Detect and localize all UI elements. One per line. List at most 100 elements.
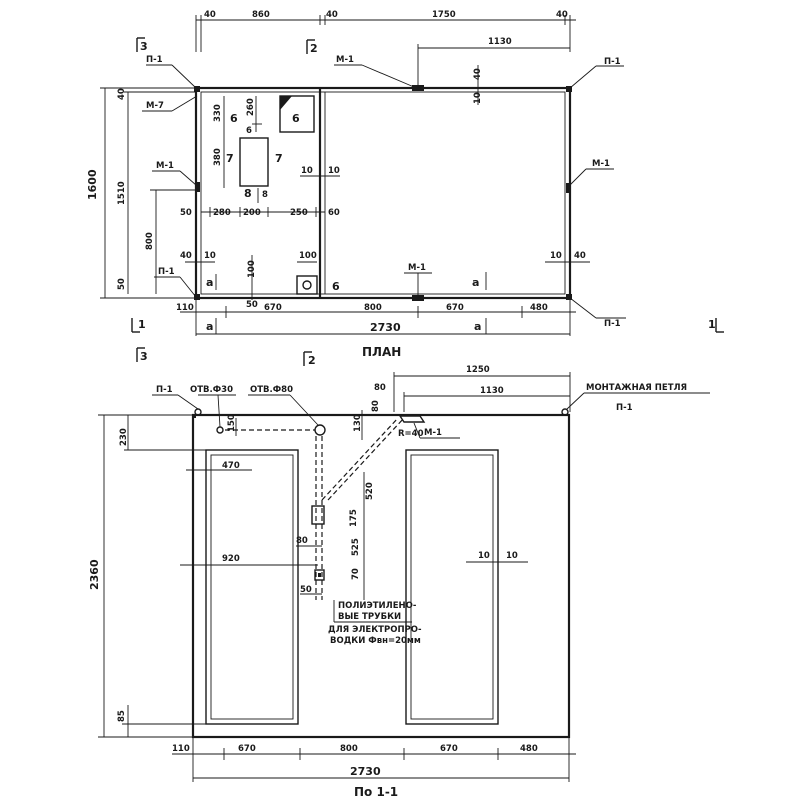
dim-70: 70	[351, 568, 361, 580]
dim-inner-200: 200	[243, 208, 261, 218]
dim-920: 920	[222, 554, 240, 564]
dim-10-door-a: 10	[478, 551, 490, 561]
plan-title: ПЛАН	[362, 345, 401, 359]
dim-10c: 10	[204, 251, 216, 261]
sect-mark-2-bottom: 2	[308, 354, 316, 367]
axis-d: а	[474, 320, 481, 333]
label-m1-right: М-1	[592, 159, 610, 169]
dim-470: 470	[222, 461, 240, 471]
hole-80	[314, 424, 326, 436]
axis-a1: а	[206, 276, 213, 289]
sect-mark-3-top: 3	[140, 40, 148, 53]
section-title: По 1-1	[354, 785, 398, 799]
dim-top-40b: 40	[326, 10, 338, 20]
label-r40: R=40	[398, 429, 424, 439]
corner-plate-br	[566, 294, 572, 300]
label-p1-right: П-1	[616, 403, 633, 413]
plan-niche-fill	[280, 96, 292, 110]
plan-socket	[296, 275, 318, 295]
sec-dim-bottom-670b: 670	[440, 744, 458, 754]
dim-left-1510: 1510	[117, 181, 127, 205]
dim-top-40a: 40	[204, 10, 216, 20]
plan-view: 40 860 40 1750 40 1130 40 10 3 2 1 1 160…	[86, 10, 724, 359]
dim-total-plan: 2730	[370, 321, 401, 334]
sect-mark-1-right: 1	[708, 318, 716, 331]
label-p1-left: П-1	[156, 385, 173, 395]
conduit-diagonal-b	[327, 417, 405, 501]
dim-10-door-b: 10	[506, 551, 518, 561]
label-loop: МОНТАЖНАЯ ПЕТЛЯ	[586, 383, 687, 393]
mark-7a: 7	[226, 152, 234, 165]
dim-inner-250: 250	[290, 208, 308, 218]
dim-520: 520	[365, 482, 375, 500]
plan-inner-wall-line	[200, 91, 566, 295]
dim-40r: 40	[574, 251, 586, 261]
embed-m1-left	[195, 182, 200, 192]
door-opening-right	[405, 449, 499, 725]
dim-85: 85	[117, 710, 127, 722]
lifting-loop-right	[561, 408, 569, 416]
section-view: 3 2 П-1 ОТВ.Ф30 ОТВ.Ф80 МО	[88, 347, 710, 799]
dim-230: 230	[119, 428, 129, 446]
hole-30	[216, 426, 224, 434]
sect-mark-3-bottom: 3	[140, 350, 148, 363]
embed-m1-right	[566, 183, 571, 193]
junction-box-a	[311, 505, 325, 525]
embed-m1-bottom	[412, 295, 424, 301]
dim-80c: 80	[296, 536, 308, 546]
label-m1-left: М-1	[156, 161, 174, 171]
note-line-4: ВОДКИ Фвн=20мм	[330, 636, 421, 646]
axis-c: а	[206, 320, 213, 333]
dim-80a: 80	[374, 383, 386, 393]
dim-150: 150	[227, 414, 237, 432]
mark-8a: 8	[244, 187, 252, 200]
sec-dim-bottom-480: 480	[520, 744, 538, 754]
dim-330: 330	[213, 104, 223, 122]
label-p1-tl: П-1	[146, 55, 163, 65]
mark-6c: 6	[292, 112, 300, 125]
dim-525: 525	[351, 538, 361, 556]
junction-box-b	[314, 569, 325, 581]
dim-bottom-110: 110	[176, 303, 194, 313]
dim-left-800: 800	[145, 232, 155, 250]
dim-1130-section: 1130	[480, 386, 504, 396]
dim-bottom-480: 480	[530, 303, 548, 313]
note-line-2: ВЫЕ ТРУБКИ	[338, 612, 401, 622]
corner-plate-bl	[194, 294, 200, 300]
sec-dim-bottom-670a: 670	[238, 744, 256, 754]
dim-10a: 10	[301, 166, 313, 176]
dim-bottom-50: 50	[246, 300, 258, 310]
conduit-diagonal-a	[321, 417, 399, 501]
note-line-3: ДЛЯ ЭЛЕКТРОПРО-	[328, 625, 422, 635]
sect-mark-1-left: 1	[138, 318, 146, 331]
dim-10-mid: 10	[473, 92, 483, 104]
dim-1250: 1250	[466, 365, 490, 375]
dim-80b: 80	[371, 400, 381, 412]
axis-a3: а	[472, 276, 479, 289]
dim-130: 130	[353, 414, 363, 432]
label-otv30: ОТВ.Ф30	[190, 385, 233, 395]
note-line-1: ПОЛИЭТИЛЕНО-	[338, 601, 417, 611]
axis-a2: 6	[332, 280, 340, 293]
dim-bottom-670b: 670	[446, 303, 464, 313]
dim-left-40: 40	[117, 88, 127, 100]
dim-10-right: 10	[550, 251, 562, 261]
dim-bottom-800: 800	[364, 303, 382, 313]
dim-100a: 100	[247, 260, 257, 278]
sec-dim-bottom-110: 110	[172, 744, 190, 754]
dim-40l: 40	[180, 251, 192, 261]
sec-dim-total: 2730	[350, 765, 381, 778]
dim-inner-280: 280	[213, 208, 231, 218]
dim-100b: 100	[299, 251, 317, 261]
label-m1-bottom: М-1	[408, 263, 426, 273]
plan-socket-hole	[302, 280, 312, 290]
embed-m1-top	[412, 85, 424, 91]
plan-niche	[279, 95, 315, 133]
dim-50: 50	[300, 585, 312, 595]
dim-top-860: 860	[252, 10, 270, 20]
label-m1-top: М-1	[336, 55, 354, 65]
section-panel	[191, 413, 571, 739]
label-m7: М-7	[146, 101, 164, 111]
sect-mark-2-top: 2	[310, 42, 318, 55]
